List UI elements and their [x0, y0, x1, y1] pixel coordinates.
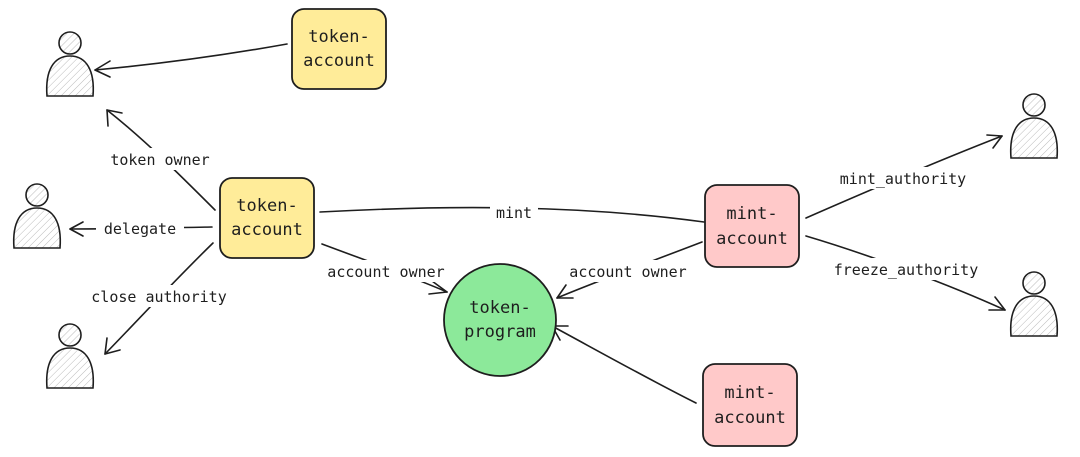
edge-label-account-owner-right: account owner	[569, 263, 686, 281]
node-mint-account-bottom[interactable]: mint- account	[702, 363, 798, 447]
node-label-line1: token-	[308, 27, 369, 47]
node-label-line1: mint-	[726, 204, 777, 224]
person-icon	[45, 31, 95, 97]
node-token-account-main[interactable]: token- account	[219, 177, 315, 259]
person-icon	[12, 183, 62, 249]
edge-label-token-owner: token owner	[110, 151, 209, 169]
node-mint-account-main[interactable]: mint- account	[704, 184, 800, 268]
node-label-line2: account	[303, 51, 375, 71]
node-token-account-top[interactable]: token- account	[291, 8, 387, 90]
edge-label-account-owner-left: account owner	[327, 263, 444, 281]
label-mint-group: mint	[490, 202, 538, 222]
node-label-line1: mint-	[724, 383, 775, 403]
edge-bottom-mint-to-program	[551, 325, 697, 404]
label-account-owner-right-group: account owner	[556, 260, 700, 282]
edge-label-delegate: delegate	[104, 220, 176, 238]
edge-label-close-authority: close authority	[91, 288, 226, 306]
label-mint-authority-group: mint_authority	[828, 167, 978, 189]
node-label-line1: token-	[236, 196, 297, 216]
label-freeze-authority-group: freeze_authority	[818, 258, 994, 280]
node-token-program[interactable]: token- program	[443, 263, 557, 377]
node-label-line1: token-	[469, 298, 530, 318]
person-icon	[1009, 93, 1059, 159]
person-icon	[45, 323, 95, 389]
node-label-line2: program	[464, 322, 536, 342]
node-label-line2: account	[714, 408, 786, 428]
edge-top-account-to-person	[94, 43, 288, 78]
label-account-owner-left-group: account owner	[314, 260, 458, 282]
node-label-line2: account	[231, 220, 303, 240]
edge-label-freeze-authority: freeze_authority	[834, 261, 979, 279]
person-icon	[1009, 271, 1059, 337]
edge-label-mint: mint	[496, 204, 532, 222]
label-close-authority-group: close authority	[82, 285, 236, 307]
label-token-owner-group: token owner	[98, 148, 222, 170]
edge-label-mint-authority: mint_authority	[840, 170, 966, 188]
label-delegate-group: delegate	[96, 217, 184, 239]
node-label-line2: account	[716, 229, 788, 249]
